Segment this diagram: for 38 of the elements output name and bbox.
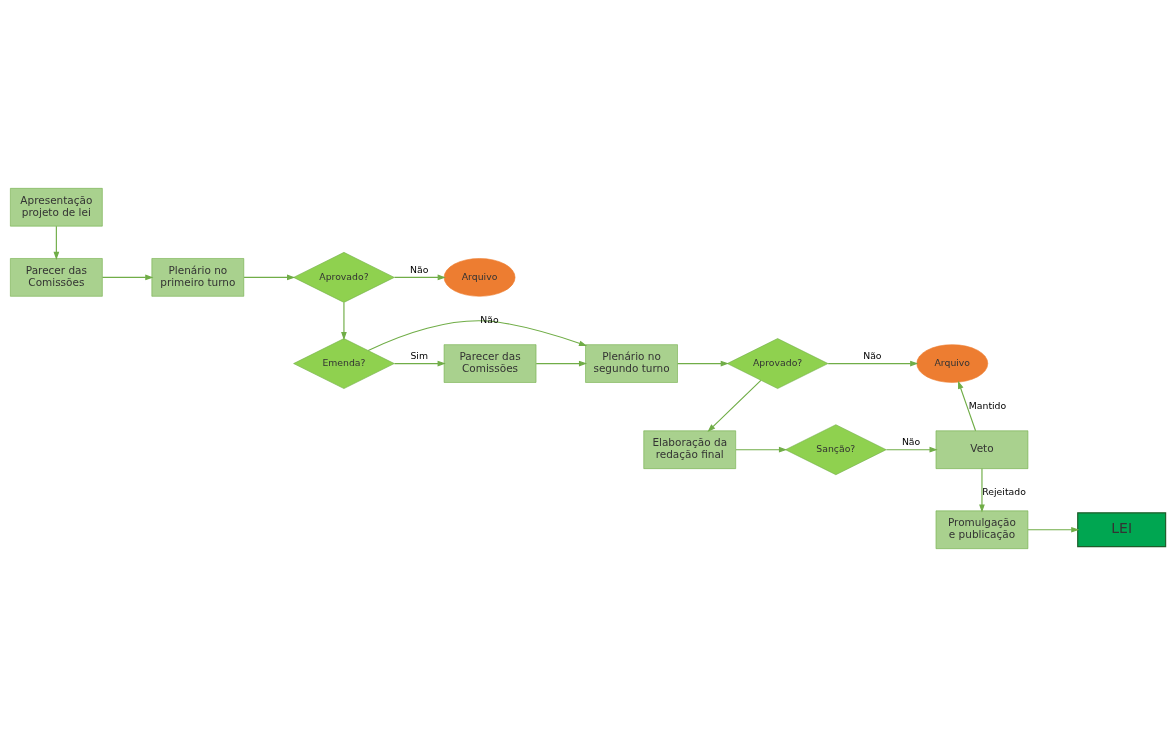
node-box: Parecer das Comissões	[10, 258, 103, 297]
node-box: Elaboração da redação final	[643, 430, 736, 469]
arrow	[979, 468, 985, 513]
edge-label: Não	[410, 263, 429, 275]
node-diamond: Aprovado?	[727, 338, 829, 389]
node-box: Veto	[935, 430, 1029, 469]
node-diamond: Emenda?	[293, 338, 395, 389]
node-box: Plenário no primeiro turno	[151, 258, 245, 297]
arrow	[885, 446, 938, 453]
edge-label: Não	[863, 349, 882, 361]
node-diamond: Sanção?	[785, 424, 887, 476]
edge-label: Sim	[410, 349, 428, 361]
node-box: Plenário no segundo turno	[585, 344, 678, 383]
arrow	[101, 274, 154, 281]
edge-label: Rejeitado	[982, 486, 1026, 497]
edge-label: Não	[901, 435, 921, 447]
node-box: Promulgação e publicação	[935, 510, 1029, 549]
arrow	[958, 380, 977, 432]
arrow	[535, 360, 588, 367]
arrow	[393, 360, 446, 367]
node-ellipse: Arquivo	[916, 344, 989, 383]
arrow	[735, 446, 788, 453]
node-box: Apresentação projeto de lei	[10, 188, 103, 227]
node-box: Parecer das Comissões	[443, 344, 537, 383]
arrow	[367, 320, 588, 352]
node-ellipse: Arquivo	[443, 258, 516, 297]
node-box: LEI	[1077, 512, 1167, 548]
arrow	[1027, 526, 1080, 533]
edge-label: Não	[480, 313, 499, 325]
edge-label: Mantido	[968, 399, 1007, 411]
arrow	[393, 274, 446, 281]
arrow	[341, 302, 347, 341]
arrow	[677, 360, 729, 367]
node-diamond: Aprovado?	[293, 252, 395, 303]
arrow	[707, 379, 762, 432]
arrow	[827, 360, 919, 367]
arrow	[53, 225, 60, 261]
arrow	[243, 274, 296, 281]
